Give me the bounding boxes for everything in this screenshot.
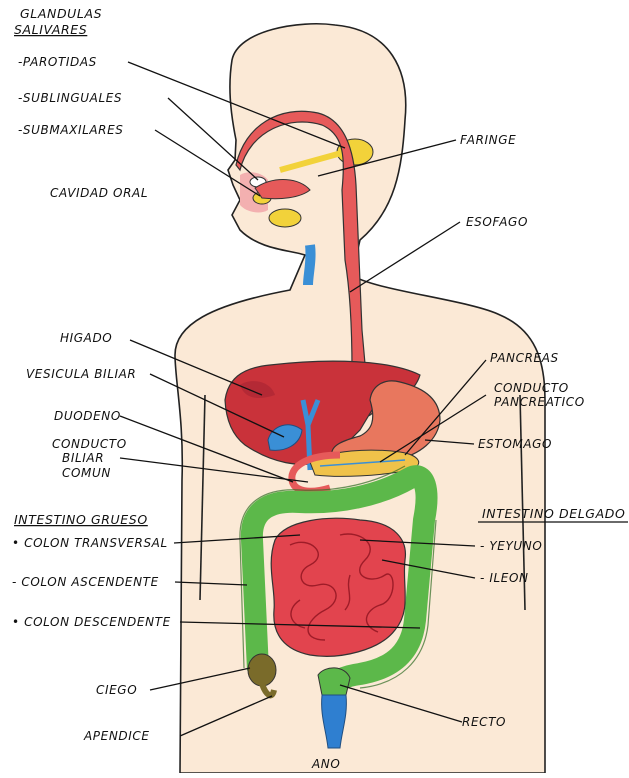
label-duodeno: DUODENO [54,409,121,423]
label-vesicula-biliar: VESICULA BILIAR [26,367,136,381]
label-conducto-biliar-3: COMUN [62,466,111,480]
label-conducto-biliar-2: BILIAR [62,451,104,465]
label-colon-descendente: • COLON DESCENDENTE [12,615,171,629]
trachea [308,245,311,285]
cecum [248,654,276,686]
label-colon-transversal: • COLON TRANSVERSAL [12,536,168,550]
label-yeyuno: - YEYUNO [480,539,542,553]
label-esofago: ESOFAGO [466,215,528,229]
label-higado: HIGADO [60,331,112,345]
label-intestino-grueso: INTESTINO GRUESO [14,512,148,527]
label-conducto-biliar-1: CONDUCTO [52,437,127,451]
label-intestino-delgado: INTESTINO DELGADO [482,506,625,521]
small-intestine [271,518,405,656]
label-ciego: CIEGO [96,683,137,697]
label-recto: RECTO [462,715,506,729]
label-submaxilares: -SUBMAXILARES [18,123,124,137]
label-conducto-pancreatico-2: PANCREATICO [494,395,585,409]
label-conducto-pancreatico-1: CONDUCTO [494,381,569,395]
label-apendice: APENDICE [83,729,150,743]
label-cavidad-oral: CAVIDAD ORAL [50,186,148,200]
label-ileon: - ILEON [480,571,529,585]
submaxillary-gland [269,209,301,227]
label-sublinguales: -SUBLINGUALES [18,91,122,105]
label-parotidas: -PAROTIDAS [18,55,97,69]
label-glandulas-line2: SALIVARES [14,22,87,37]
label-estomago: ESTOMAGO [478,437,552,451]
rectum [318,668,350,695]
label-pancreas: PANCREAS [490,351,559,365]
label-faringe: FARINGE [460,133,516,147]
label-ano: ANO [311,757,340,771]
label-colon-ascendente: - COLON ASCENDENTE [12,575,159,589]
label-glandulas-line1: GLANDULAS [20,6,102,21]
